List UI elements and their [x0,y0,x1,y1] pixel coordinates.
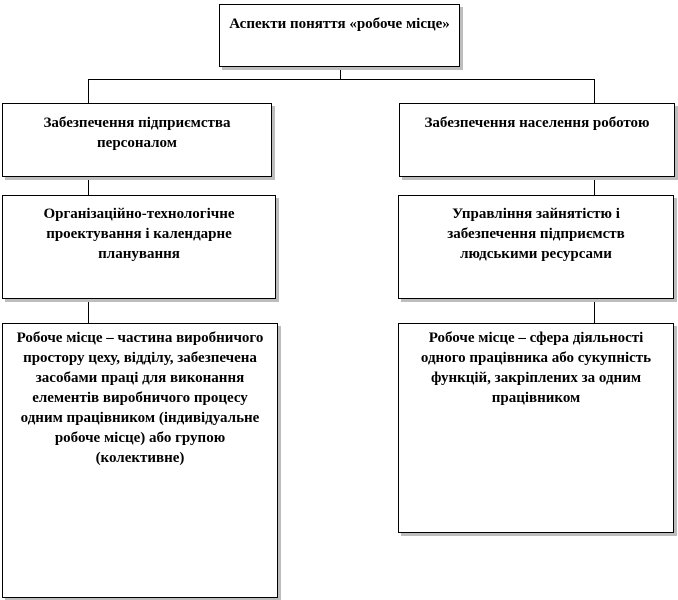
staffing-text: Забезпечення підприємства персоналом [43,115,231,151]
workplace-definition-left-text: Робоче місце – частина виробничого прост… [16,330,264,466]
left-branch-drop-connector [88,79,89,103]
employment-box: Забезпечення населення роботою [399,103,675,177]
right-l1-to-l2-connector [594,177,595,195]
staffing-box: Забезпечення підприємства персоналом [2,103,272,177]
right-branch-drop-connector [594,79,595,103]
left-l2-to-l3-connector [88,299,89,323]
branch-horizontal-connector [88,79,594,80]
employment-management-text: Управління зайнятістю і забезпечення під… [447,206,625,262]
workplace-definition-left-box: Робоче місце – частина виробничого прост… [2,323,278,598]
workplace-definition-right-text: Робоче місце – сфера діяльності одного п… [420,330,652,406]
organizational-design-text: Організаційно-технологічне проектування … [43,206,235,262]
left-l1-to-l2-connector [88,177,89,195]
root-concept-box: Аспекти поняття «робоче місце» [219,4,460,67]
root-concept-text: Аспекти поняття «робоче місце» [229,16,450,32]
root-down-connector [340,67,341,79]
employment-text: Забезпечення населення роботою [424,115,650,131]
employment-management-box: Управління зайнятістю і забезпечення під… [398,195,674,299]
workplace-definition-right-box: Робоче місце – сфера діяльності одного п… [398,323,674,533]
right-l2-to-l3-connector [594,299,595,323]
organizational-design-box: Організаційно-технологічне проектування … [2,195,276,299]
